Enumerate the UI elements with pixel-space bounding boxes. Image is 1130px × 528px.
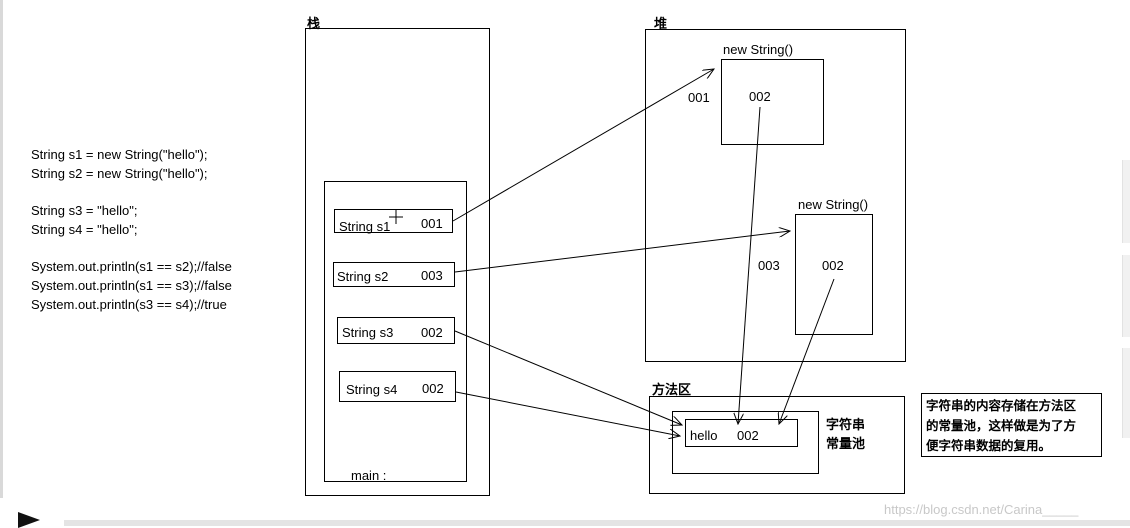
arrow-s1-to-heap-1 [452, 69, 714, 222]
heap-object-value: 002 [822, 258, 844, 273]
var-name: String s3 [342, 325, 394, 340]
cursor-crosshair-icon [389, 210, 403, 224]
stack-var-s2: String s2 003 [333, 262, 455, 287]
heap-title: 堆 [654, 17, 668, 32]
heap-object-addr: 003 [758, 258, 780, 273]
heap-object-2 [795, 214, 873, 335]
explanation-note: 字符串的内容存储在方法区 的常量池，这样做是为了方 便字符串数据的复用。 [921, 393, 1102, 457]
var-addr: 002 [422, 381, 444, 396]
left-edge [0, 0, 3, 498]
bottom-scrollbar[interactable] [64, 520, 1130, 526]
note-line: 字符串的内容存储在方法区 [926, 398, 1077, 413]
code-line: String s1 = new String("hello"); [31, 147, 208, 162]
pool-label: 字符串 [826, 418, 866, 433]
note-line: 的常量池，这样做是为了方 [926, 418, 1077, 433]
arrow-heap-2-to-pool [779, 278, 835, 424]
heap-region [645, 29, 906, 362]
arrow-s2-to-heap-2 [454, 231, 790, 273]
code-line: System.out.println(s3 == s4);//true [31, 296, 227, 312]
code-line: String s3 = "hello"; [31, 203, 138, 219]
var-name: String s4 [346, 382, 398, 397]
arrow-s3-to-pool [454, 330, 682, 425]
main-frame-label: main : [351, 468, 387, 483]
string-constant-pool [672, 411, 819, 474]
right-scroll-tab[interactable] [1122, 255, 1130, 337]
right-scroll-tab[interactable] [1122, 348, 1130, 438]
note-line: 便字符串数据的复用。 [926, 438, 1052, 453]
code-line: System.out.println(s1 == s2);//false [31, 259, 232, 275]
code-line: String s4 = "hello"; [31, 221, 138, 237]
arrow-s4-to-pool [455, 391, 680, 436]
stack-title: 栈 [307, 17, 321, 32]
heap-object-label: new String() [798, 197, 869, 212]
var-name: String s1 [339, 219, 391, 234]
arrow-heap-1-to-pool [738, 106, 761, 424]
play-icon[interactable] [18, 512, 40, 528]
stack-var-s4: String s4 002 [339, 371, 456, 402]
var-addr: 003 [421, 268, 443, 283]
method-area-region [649, 396, 905, 494]
main-frame [324, 181, 467, 482]
heap-object-label: new String() [723, 42, 794, 57]
pool-entry-text: hello [690, 428, 718, 443]
var-addr: 001 [421, 216, 443, 231]
code-line: System.out.println(s1 == s3);//false [31, 277, 232, 293]
var-name: String s2 [337, 269, 389, 284]
stack-var-s3: String s3 002 [337, 317, 455, 344]
pool-label: 常量池 [826, 437, 866, 452]
heap-object-value: 002 [749, 89, 771, 104]
stack-region [305, 28, 490, 496]
code-line: String s2 = new String("hello"); [31, 165, 208, 181]
pool-entry-addr: 002 [737, 428, 759, 443]
var-addr: 002 [421, 325, 443, 340]
heap-object-addr: 001 [688, 90, 710, 105]
watermark: https://blog.csdn.net/Carina_____ [884, 502, 1079, 517]
heap-object-1 [721, 59, 824, 145]
right-scroll-tab[interactable] [1122, 160, 1130, 243]
code-listing: String s1 = new String("hello"); String … [31, 146, 232, 314]
stack-var-s1: String s1 001 [334, 209, 453, 234]
method-area-title: 方法区 [652, 383, 692, 398]
